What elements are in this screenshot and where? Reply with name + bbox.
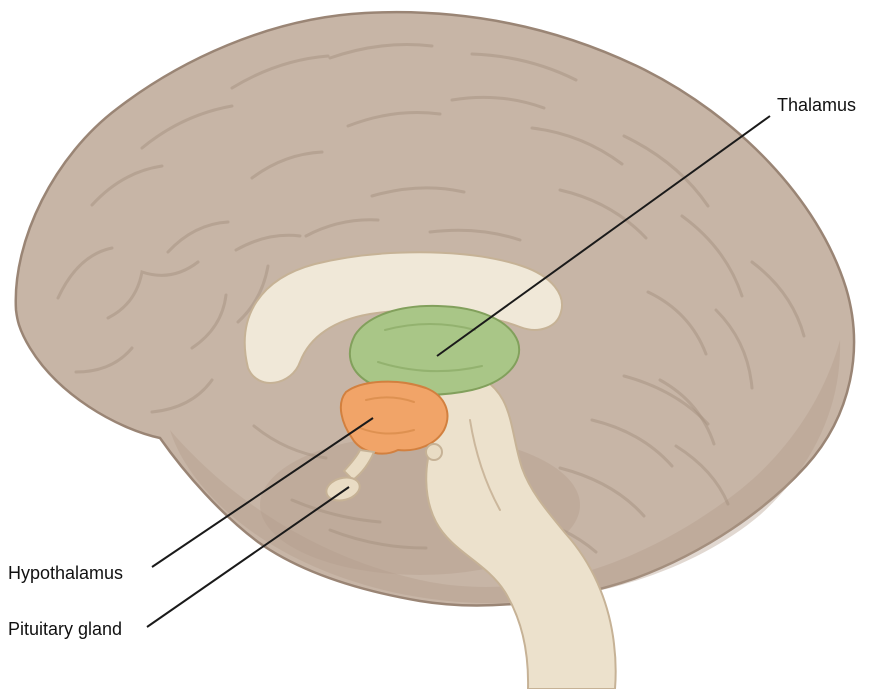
label-hypothalamus: Hypothalamus	[8, 563, 124, 583]
hypothalamus-leader-line	[151, 417, 374, 568]
pituitary-leader-line	[146, 486, 350, 628]
hypothalamus-detail-line	[359, 427, 415, 435]
thalamus-detail-line	[384, 323, 476, 331]
sulci-lines	[56, 43, 806, 554]
label-thalamus: Thalamus	[777, 95, 857, 115]
hypothalamus-detail-line	[365, 396, 415, 403]
mammillary-body-shape	[425, 443, 443, 461]
label-pituitary-gland: Pituitary gland	[8, 619, 123, 639]
thalamus-leader-line	[436, 115, 771, 357]
brainstem-detail-line	[469, 419, 501, 511]
hypothalamus-region	[339, 380, 449, 455]
lower-brain-shading	[170, 340, 841, 604]
pituitary-gland-shape	[325, 476, 361, 502]
thalamus-detail-line	[377, 361, 483, 373]
corpus-callosum-shape	[243, 251, 563, 384]
